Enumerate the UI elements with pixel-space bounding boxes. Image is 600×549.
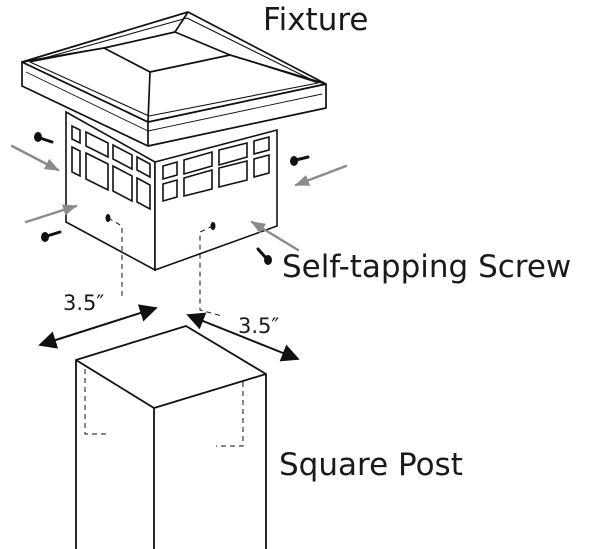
screw-top-left: [34, 132, 54, 144]
fixture-cap: [21, 11, 327, 147]
post-label: Square Post: [279, 447, 463, 483]
screw-label: Self-tapping Screw: [282, 249, 572, 285]
fixture-label: Fixture: [263, 2, 369, 38]
screw-bottom-right: [256, 247, 272, 265]
dimension-depth-label: 3.5″: [238, 314, 280, 338]
square-post: [75, 325, 267, 549]
dimension-width-label: 3.5″: [63, 291, 105, 315]
fixture-window-panes-right: [162, 135, 270, 203]
screw-top-right: [290, 155, 310, 166]
screw-bottom-left: [41, 230, 62, 242]
dimension-lines: [38, 304, 300, 362]
insert-direction-arrows: [10, 144, 348, 252]
fixture-window-panes-left: [71, 124, 151, 211]
